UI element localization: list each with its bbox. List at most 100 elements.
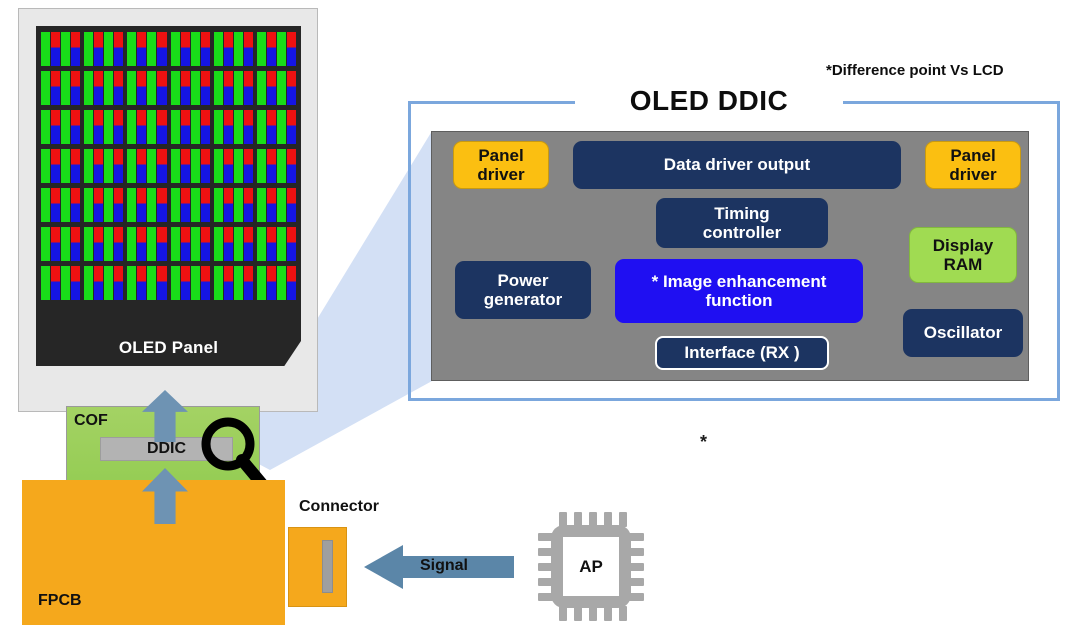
pixel-cell bbox=[41, 32, 81, 66]
subpixel-green bbox=[213, 188, 223, 222]
subpixel-red-blue bbox=[223, 71, 233, 105]
subpixel-green bbox=[256, 227, 266, 261]
subpixel-green bbox=[213, 149, 223, 183]
subpixel-red-blue bbox=[180, 149, 190, 183]
subpixel-green bbox=[233, 32, 243, 66]
subpixel-red-blue bbox=[286, 227, 296, 261]
subpixel-red-blue bbox=[286, 110, 296, 144]
subpixel-red-blue bbox=[94, 227, 104, 261]
ap-pin-right bbox=[629, 533, 644, 541]
block-interface-rx[interactable]: Interface (RX ) bbox=[655, 336, 829, 370]
pixel-cell bbox=[41, 188, 81, 222]
subpixel-red-blue bbox=[157, 110, 167, 144]
ap-pin-right bbox=[629, 593, 644, 601]
subpixel-red-blue bbox=[157, 32, 167, 66]
fpcb-label: FPCB bbox=[38, 592, 82, 609]
subpixel-green bbox=[256, 149, 266, 183]
subpixel-green bbox=[147, 71, 157, 105]
subpixel-green bbox=[127, 71, 137, 105]
subpixel-red-blue bbox=[243, 149, 253, 183]
subpixel-green bbox=[84, 71, 94, 105]
subpixel-red-blue bbox=[243, 110, 253, 144]
ap-pin-left bbox=[538, 578, 553, 586]
subpixel-red-blue bbox=[51, 227, 61, 261]
subpixel-red-blue bbox=[114, 71, 124, 105]
subpixel-green bbox=[276, 71, 286, 105]
subpixel-red-blue bbox=[200, 149, 210, 183]
subpixel-red-blue bbox=[51, 71, 61, 105]
subpixel-red-blue bbox=[51, 149, 61, 183]
subpixel-red-blue bbox=[286, 32, 296, 66]
subpixel-green bbox=[127, 227, 137, 261]
block-data-driver-output[interactable]: Data driver output bbox=[573, 141, 901, 189]
subpixel-red-blue bbox=[137, 227, 147, 261]
subpixel-green bbox=[233, 266, 243, 300]
subpixel-red-blue bbox=[137, 149, 147, 183]
subpixel-green bbox=[190, 71, 200, 105]
subpixel-red-blue bbox=[51, 188, 61, 222]
subpixel-green bbox=[256, 110, 266, 144]
subpixel-red-blue bbox=[114, 149, 124, 183]
pixel-cell bbox=[256, 149, 296, 183]
subpixel-red-blue bbox=[157, 227, 167, 261]
subpixel-green bbox=[276, 266, 286, 300]
subpixel-red-blue bbox=[243, 71, 253, 105]
subpixel-green bbox=[61, 71, 71, 105]
subpixel-red-blue bbox=[94, 188, 104, 222]
pixel-cell bbox=[256, 227, 296, 261]
subpixel-red-blue bbox=[71, 71, 81, 105]
pixel-cell bbox=[84, 266, 124, 300]
subpixel-green bbox=[190, 188, 200, 222]
pixel-cell bbox=[213, 188, 253, 222]
subpixel-green bbox=[84, 32, 94, 66]
subpixel-green bbox=[256, 71, 266, 105]
ap-pin-right bbox=[629, 548, 644, 556]
subpixel-red-blue bbox=[94, 110, 104, 144]
pixel-cell bbox=[170, 149, 210, 183]
subpixel-green bbox=[84, 110, 94, 144]
block-oscillator[interactable]: Oscillator bbox=[903, 309, 1023, 357]
subpixel-red-blue bbox=[114, 188, 124, 222]
subpixel-red-blue bbox=[137, 188, 147, 222]
pixel-cell bbox=[84, 32, 124, 66]
subpixel-green bbox=[147, 227, 157, 261]
subpixel-red-blue bbox=[94, 149, 104, 183]
subpixel-grid bbox=[41, 32, 296, 300]
subpixel-green bbox=[170, 149, 180, 183]
subpixel-red-blue bbox=[94, 266, 104, 300]
subpixel-red-blue bbox=[200, 266, 210, 300]
subpixel-red-blue bbox=[94, 32, 104, 66]
subpixel-red-blue bbox=[286, 149, 296, 183]
subpixel-red-blue bbox=[286, 188, 296, 222]
subpixel-red-blue bbox=[137, 71, 147, 105]
pixel-cell bbox=[213, 266, 253, 300]
ap-pin-left bbox=[538, 533, 553, 541]
magnifier-icon[interactable] bbox=[198, 416, 270, 490]
subpixel-green bbox=[61, 227, 71, 261]
subpixel-red-blue bbox=[223, 227, 233, 261]
subpixel-green bbox=[213, 32, 223, 66]
subpixel-red-blue bbox=[71, 188, 81, 222]
pixel-cell bbox=[170, 110, 210, 144]
subpixel-red-blue bbox=[51, 266, 61, 300]
subpixel-red-blue bbox=[200, 188, 210, 222]
ap-pin-top bbox=[589, 512, 597, 527]
pixel-cell bbox=[213, 227, 253, 261]
footnote-asterisk: * bbox=[700, 432, 708, 452]
subpixel-green bbox=[61, 149, 71, 183]
subpixel-red-blue bbox=[223, 32, 233, 66]
ap-pin-top bbox=[604, 512, 612, 527]
subpixel-red-blue bbox=[200, 110, 210, 144]
subpixel-red-blue bbox=[71, 266, 81, 300]
subpixel-red-blue bbox=[114, 227, 124, 261]
subpixel-green bbox=[276, 32, 286, 66]
subpixel-red-blue bbox=[51, 110, 61, 144]
connector-label: Connector bbox=[299, 498, 379, 515]
subpixel-green bbox=[213, 110, 223, 144]
